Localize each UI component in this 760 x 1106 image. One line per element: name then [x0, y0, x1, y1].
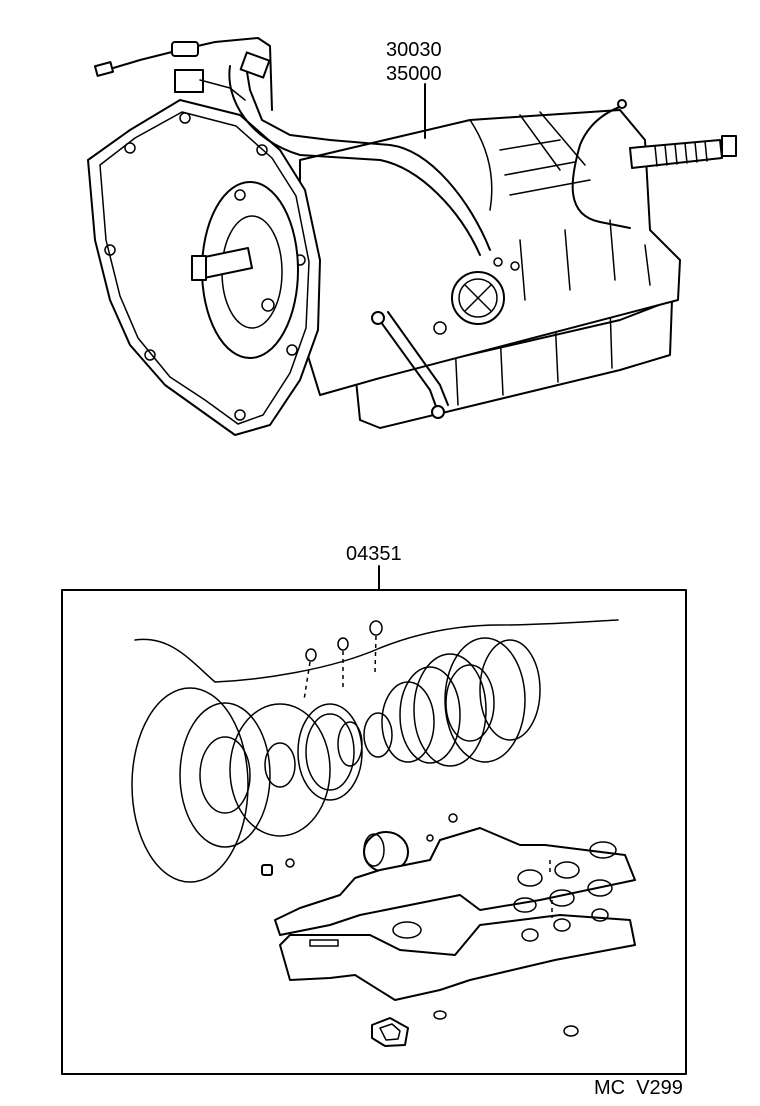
callout-gasket-kit: 04351 — [346, 543, 402, 591]
part-number-30030: 30030 — [386, 39, 442, 61]
gasket-kit-contents[interactable] — [131, 619, 636, 1047]
transmission-case — [299, 109, 681, 396]
part-number-04351: 04351 — [346, 543, 402, 565]
bell-housing — [87, 99, 321, 436]
drawing-code: MC V299 — [594, 1077, 683, 1099]
small-o-rings — [303, 620, 383, 701]
part-number-35000: 35000 — [386, 63, 442, 85]
seal-rings — [131, 637, 541, 883]
cable-harness — [93, 37, 631, 419]
output-shaft — [629, 135, 737, 169]
valve-body-gaskets — [274, 827, 636, 1001]
callout-transmission: 30030 35000 — [386, 39, 442, 139]
transmission-assembly[interactable] — [87, 37, 737, 436]
gasket-kit-frame — [61, 589, 687, 1075]
small-plugs — [261, 813, 458, 876]
small-gaskets — [371, 1010, 579, 1047]
